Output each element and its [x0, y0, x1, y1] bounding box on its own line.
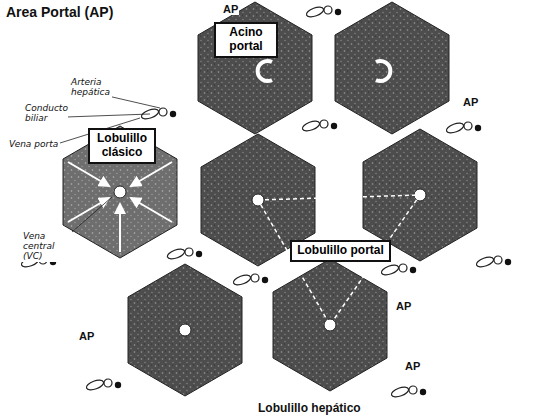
diagram-caption: Lobulillo hepático — [258, 401, 361, 415]
label-box: Acino portal — [214, 22, 278, 58]
label-box: Lobulillo clásico — [88, 128, 156, 164]
callout-label: AP — [404, 360, 421, 372]
box-text: Acino portal — [221, 26, 271, 54]
box-text: Lobulillo portal — [297, 244, 384, 258]
structure-label: Vena central (VC) — [22, 232, 72, 262]
label-box: Lobulillo portal — [290, 240, 391, 262]
structure-label: Vena porta — [8, 140, 59, 150]
structure-label: Conducto biliar — [24, 104, 68, 124]
structure-label: Arteria hepática — [70, 78, 112, 98]
callout-label: AP — [462, 96, 479, 108]
callout-label: AP — [395, 300, 412, 312]
diagram-title: Area Portal (AP) — [6, 4, 113, 20]
callout-label: AP — [222, 3, 239, 15]
box-text: Lobulillo clásico — [95, 132, 149, 160]
callout-label: AP — [78, 330, 95, 342]
